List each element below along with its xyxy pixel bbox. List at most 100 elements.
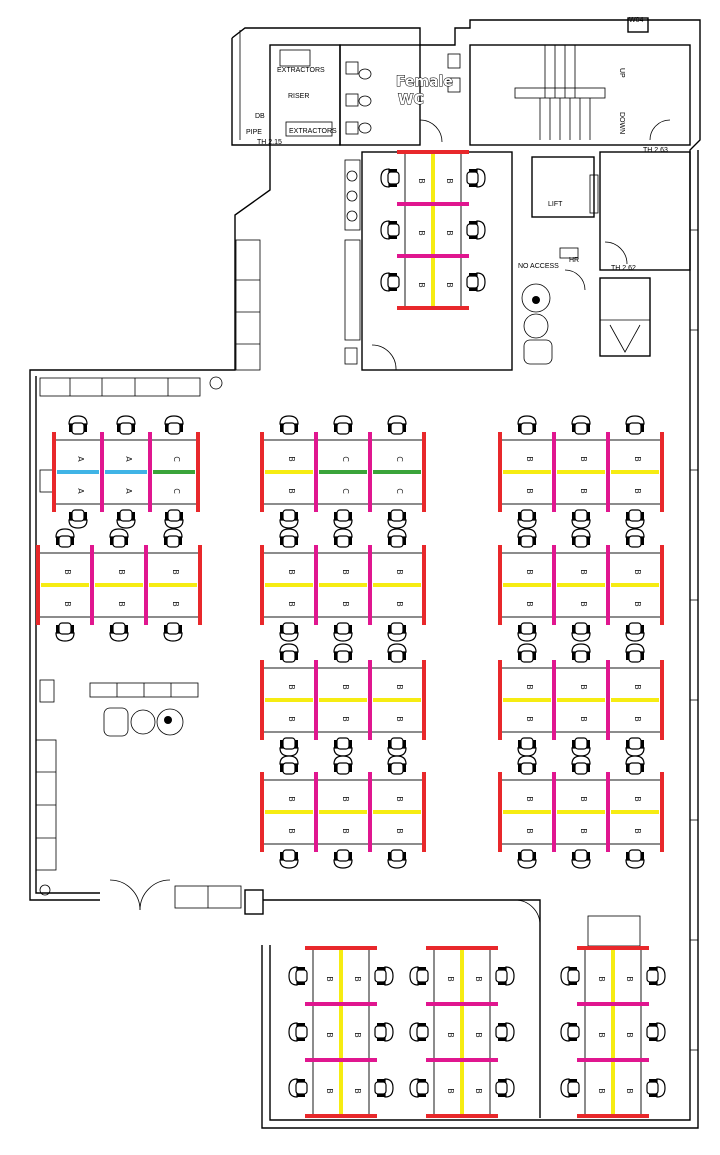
chair-back [560, 1022, 570, 1042]
chair-seat [336, 509, 350, 522]
desk-zone-label: B [341, 569, 350, 575]
extractors-top-label: EXTRACTORS [277, 67, 325, 74]
chair-seat [574, 762, 588, 775]
desk-zone-label: B [579, 828, 588, 834]
chair-back [625, 528, 645, 538]
desk-zone-label: B [525, 684, 534, 690]
chair-arm [132, 512, 135, 520]
desk-zone-label: B [474, 976, 483, 982]
chair-seat [520, 849, 534, 862]
chair-back [387, 859, 407, 869]
chair-back [333, 415, 353, 425]
chair-arm [498, 1023, 506, 1026]
chair-seat [295, 969, 308, 983]
chair-seat [416, 969, 429, 983]
chair-back [387, 528, 407, 538]
chair-arm [295, 537, 298, 545]
chair-seat [282, 422, 296, 435]
chair-arm [518, 625, 521, 633]
desk-zone-label: B [579, 488, 588, 494]
chair-back [68, 519, 88, 529]
chair-back [288, 966, 298, 986]
chair-back [517, 632, 537, 642]
chair-icon [387, 755, 407, 775]
chair-icon [116, 415, 136, 435]
core-area [269, 17, 691, 146]
desk-zone-label: B [353, 1088, 362, 1094]
chair-arm [334, 652, 337, 660]
chair-seat [387, 275, 400, 289]
chair-seat [390, 622, 404, 635]
chair-back [333, 755, 353, 765]
chair-arm [110, 625, 113, 633]
chair-seat [336, 650, 350, 663]
chair-arm [69, 424, 72, 432]
chair-back [279, 415, 299, 425]
chair-seat [416, 1081, 429, 1095]
desk-zone-label: B [633, 796, 642, 802]
chair-arm [469, 273, 477, 276]
chair-seat [628, 535, 642, 548]
chair-icon [571, 622, 591, 642]
chair-icon [517, 415, 537, 435]
desk-zone-label: B [117, 569, 126, 575]
chair-seat [390, 849, 404, 862]
chair-arm [280, 740, 283, 748]
chair-back [476, 168, 486, 188]
chair-arm [569, 1079, 577, 1082]
chair-seat [495, 1081, 508, 1095]
chair-arm [403, 652, 406, 660]
chair-back [571, 415, 591, 425]
chair-arm [641, 625, 644, 633]
chair-seat [520, 737, 534, 750]
chair-arm [349, 652, 352, 660]
chair-seat [466, 223, 479, 237]
chair-arm [69, 512, 72, 520]
desk-zone-label: B [633, 569, 642, 575]
chair-arm [349, 537, 352, 545]
desk-zone-label: B [625, 1032, 634, 1038]
chair-back [288, 1022, 298, 1042]
chair-seat [295, 1081, 308, 1095]
chair-back [279, 528, 299, 538]
chair-icon [333, 622, 353, 642]
desk-zone-label: B [287, 601, 296, 607]
chair-seat [520, 535, 534, 548]
desk-zone-label: B [445, 230, 454, 236]
chair-arm [349, 764, 352, 772]
chair-seat [282, 622, 296, 635]
chair-icon [279, 849, 299, 869]
chair-arm [626, 512, 629, 520]
up-label: UP [618, 68, 625, 78]
female-wc-label-2: WC [398, 92, 424, 108]
chair-arm [469, 288, 477, 291]
chair-arm [334, 625, 337, 633]
desk-zone-label: B [353, 976, 362, 982]
chair-back [387, 643, 407, 653]
chair-arm [587, 625, 590, 633]
chair-arm [295, 424, 298, 432]
desk-zone-label: B [287, 456, 296, 462]
chair-seat [574, 849, 588, 862]
chair-icon [409, 1078, 429, 1098]
chair-arm [649, 1094, 657, 1097]
chair-arm [280, 537, 283, 545]
chair-icon [163, 528, 183, 548]
chair-back [116, 415, 136, 425]
chair-icon [116, 509, 136, 529]
chair-icon [109, 528, 129, 548]
chair-back [55, 632, 75, 642]
chair-seat [282, 737, 296, 750]
chair-arm [377, 967, 385, 970]
chair-seat [416, 1025, 429, 1039]
chair-icon [387, 622, 407, 642]
chair-arm [469, 221, 477, 224]
chair-arm [626, 424, 629, 432]
chair-seat [336, 762, 350, 775]
chair-icon [625, 755, 645, 775]
chair-arm [498, 982, 506, 985]
desk-zone-label: B [63, 569, 72, 575]
desk-zone-label: B [579, 684, 588, 690]
chair-seat [282, 762, 296, 775]
